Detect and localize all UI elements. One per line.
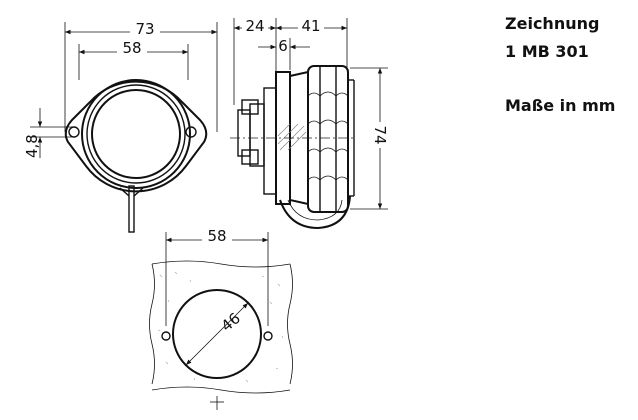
dim-hole-spacing: 58 [207,227,226,245]
dim-cutout-diameter: 46 [218,309,244,335]
cutout-view: 58 46 [149,227,293,410]
drawing-label: Zeichnung [505,14,600,33]
front-view: 73 58 4,8 [23,20,218,233]
side-view: 24 41 6 74 [230,17,389,230]
units-note: Maße in mm [505,96,616,115]
dim-hole: 4,8 [23,134,41,158]
dim-flange-width: 58 [122,39,141,57]
dim-height: 74 [371,125,389,144]
dim-flange-thickness: 6 [278,37,288,55]
section-hatch [277,123,307,151]
dim-overall-width: 73 [135,20,154,38]
dim-depth-total: 24 [245,17,264,35]
drawing-number: 1 MB 301 [505,42,589,61]
dim-body-depth: 41 [301,17,320,35]
